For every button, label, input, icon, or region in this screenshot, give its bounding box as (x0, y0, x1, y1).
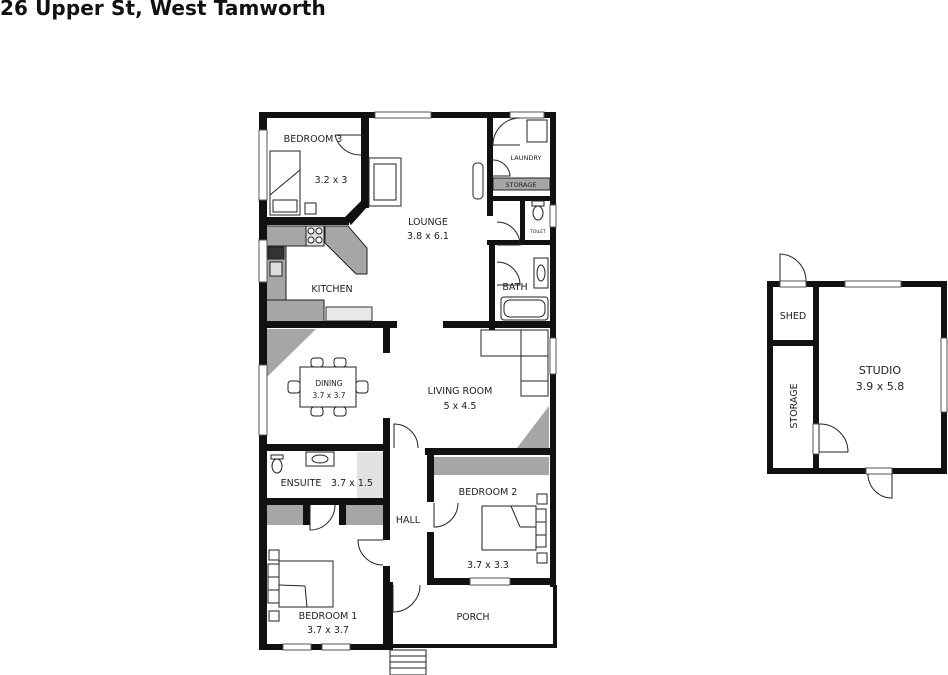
room-label-laundry-storage: STORAGE (506, 181, 537, 189)
room-label-laundry: LAUNDRY (511, 154, 542, 162)
room-size-living: 5 x 4.5 (444, 401, 477, 412)
tv-unit (472, 162, 484, 200)
dining-table (299, 366, 357, 408)
property-address-title: 26 Upper St, West Tamworth (0, 0, 326, 20)
room-label-lounge: LOUNGE (408, 217, 448, 228)
room-label-toilet: TOILET (529, 229, 546, 235)
room-label-porch: PORCH (456, 612, 489, 623)
room-size-bedroom1: 3.7 x 3.7 (307, 625, 349, 636)
living-corner-fill (517, 406, 549, 448)
room-size-dining: 3.7 x 3.7 (312, 391, 345, 400)
kitchen-island (324, 225, 368, 275)
room-label-bedroom3: BEDROOM 3 (284, 134, 343, 145)
kitchen-bench-top (265, 225, 307, 247)
shed-door (779, 253, 807, 282)
room-size-studio: 3.9 x 5.8 (856, 380, 905, 393)
room-label-bedroom1: BEDROOM 1 (299, 611, 358, 622)
room-size-lounge: 3.8 x 6.1 (407, 231, 449, 242)
room-label-outbuilding-storage: STORAGE (789, 383, 800, 428)
ensuite-shower (357, 452, 383, 498)
room-size-bedroom3: 3.2 x 3 (315, 175, 348, 186)
main-house: BEDROOM 3 3.2 x 3 LOUNGE 3.8 x 6.1 LAUND… (258, 111, 557, 675)
bedroom1-wardrobe-right (346, 505, 383, 525)
outbuilding-labels: SHED STORAGE STUDIO 3.9 x 5.8 (780, 311, 905, 429)
room-label-shed: SHED (780, 311, 807, 322)
living-sofa (480, 329, 522, 357)
windows (258, 111, 557, 651)
room-label-ensuite: ENSUITE (281, 478, 322, 489)
kitchen-bench-bottom (265, 299, 325, 323)
room-size-bedroom2: 3.7 x 3.3 (467, 560, 509, 571)
dining-corner-fill (266, 329, 316, 378)
studio-door (867, 473, 893, 499)
bedroom2-wardrobe (434, 457, 549, 475)
furniture (267, 119, 549, 675)
bedroom1-wardrobe-left (266, 505, 303, 525)
studio-storage-door (818, 423, 849, 453)
doors (309, 117, 521, 613)
room-size-ensuite: 3.7 x 1.5 (331, 478, 373, 489)
room-label-dining: DINING (315, 379, 342, 388)
room-label-hall: HALL (396, 515, 421, 526)
room-labels: BEDROOM 3 3.2 x 3 LOUNGE 3.8 x 6.1 LAUND… (281, 134, 546, 636)
bedroom2-bed (481, 505, 537, 551)
room-label-bath: BATH (502, 282, 527, 293)
room-label-living: LIVING ROOM (428, 386, 493, 397)
room-label-studio: STUDIO (859, 364, 901, 377)
kitchen-bench-light (325, 306, 373, 322)
room-label-bedroom2: BEDROOM 2 (459, 487, 518, 498)
outbuilding: SHED STORAGE STUDIO 3.9 x 5.8 (767, 253, 948, 499)
room-label-kitchen: KITCHEN (311, 284, 352, 295)
